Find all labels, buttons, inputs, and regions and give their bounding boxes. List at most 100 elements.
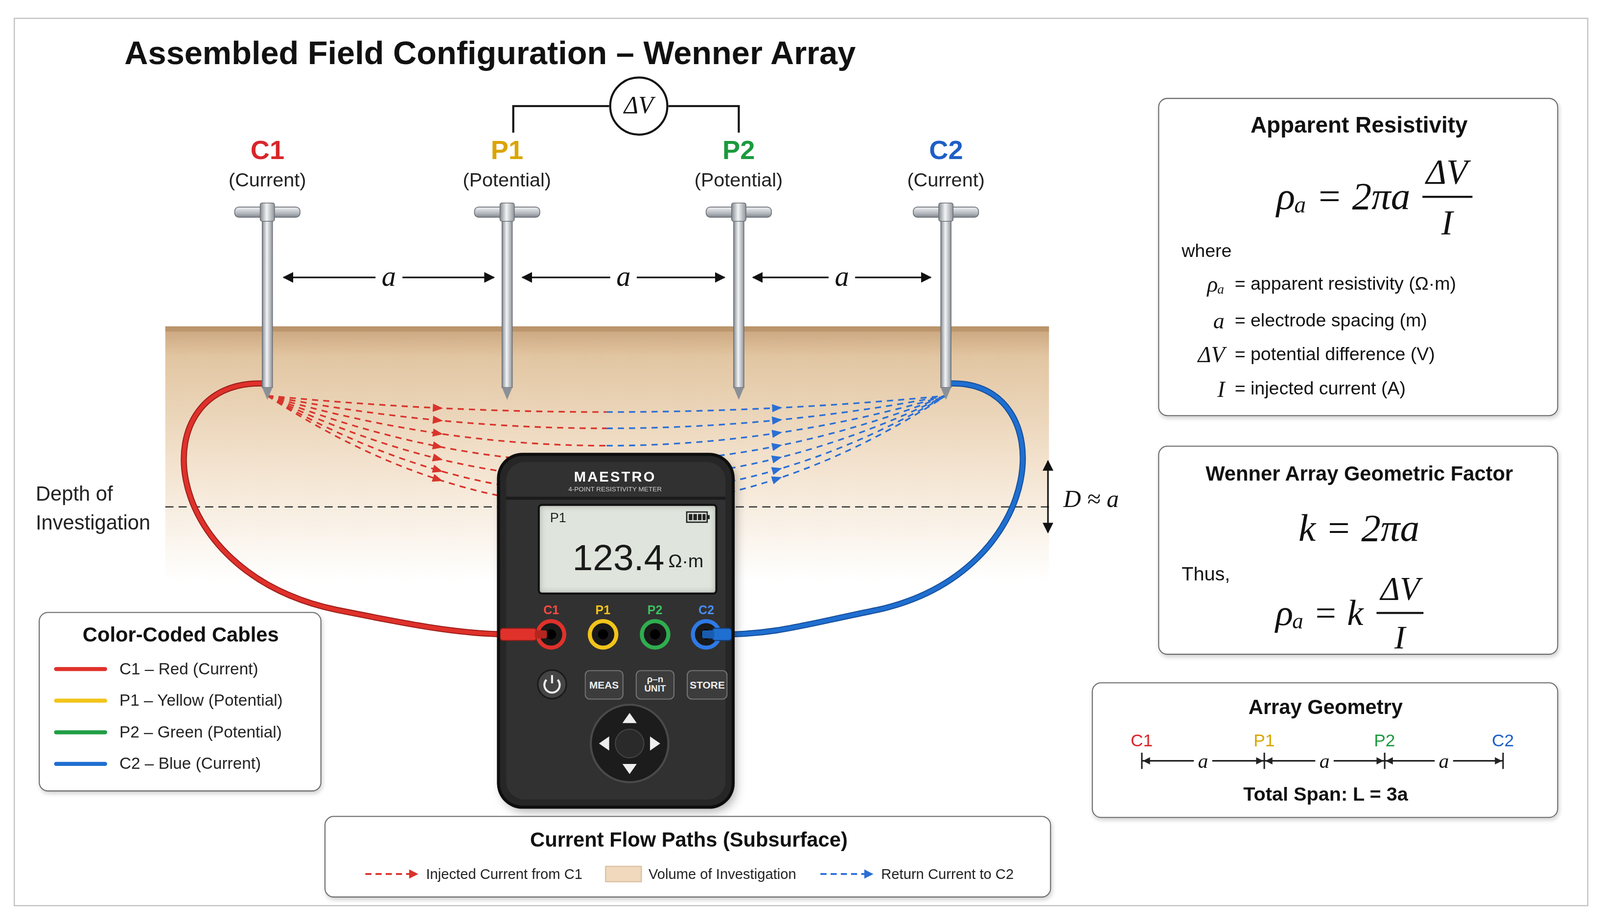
flow-arrowhead (771, 404, 783, 413)
spacing-label: a (828, 259, 856, 293)
resistivity-meter: MAESTRO4-POINT RESISTIVITY METERC1P1P2C2… (500, 456, 732, 807)
electrode (913, 203, 979, 400)
unit-label: Ω·m (668, 550, 704, 572)
meter-button: MEAS (584, 670, 624, 700)
dashed-arrow-sample (818, 867, 875, 881)
spacing-label: a (1193, 749, 1213, 773)
meter-button: ρ–n UNIT (635, 670, 675, 700)
voltmeter-circle: ΔV (609, 76, 669, 136)
legend-heading: Color-Coded Cables (82, 622, 279, 647)
legend-text: Injected Current from C1 (425, 865, 583, 883)
flow-arrowhead (770, 476, 782, 485)
injected-current-line (267, 395, 607, 446)
return-current-line (606, 395, 946, 464)
button-label: MEAS (589, 678, 619, 691)
electrode-role: (Current) (228, 169, 306, 192)
spacing-label: a (610, 259, 637, 293)
flow-arrowhead (432, 453, 443, 462)
flow-arrowhead (771, 467, 783, 476)
return-current-line (606, 395, 946, 446)
formula: ρₐ = 2πa (1276, 174, 1411, 219)
panel-heading: Apparent Resistivity (1250, 111, 1468, 138)
electrode-role: (Potential) (462, 169, 552, 192)
cable-swatch (53, 667, 107, 672)
meter-button: STORE (686, 670, 728, 700)
legend-text: Return Current to C2 (881, 865, 1014, 883)
flow-arrowhead (431, 473, 443, 482)
voltmeter-wire (668, 106, 740, 133)
flow-arrowhead (432, 403, 443, 413)
symbol: I (1217, 375, 1225, 402)
electrode-name: P1 (490, 135, 524, 166)
flow-arrowhead (771, 442, 783, 451)
electrode-role: (Current) (906, 169, 985, 192)
fraction-bar (1376, 611, 1424, 614)
depth-arrow (1047, 461, 1049, 533)
channel-readout: P1 (550, 510, 567, 526)
dashed-arrow-sample (363, 867, 419, 881)
electrode (474, 203, 540, 400)
electrode-name: C2 (1491, 731, 1514, 752)
symbol: ΔV (1198, 341, 1226, 368)
electrode (234, 203, 301, 400)
legend-text: P1 – Yellow (Potential) (119, 691, 283, 711)
fraction-numerator: ΔV (1426, 151, 1468, 191)
flow-arrowhead (771, 416, 783, 425)
electrode-name: C1 (250, 135, 285, 166)
jack-label: C1 (543, 603, 559, 619)
soil-ground (165, 326, 1049, 582)
page-frame (14, 18, 1588, 906)
electrode-name: P2 (1373, 731, 1395, 752)
legend-heading: Current Flow Paths (Subsurface) (530, 827, 848, 852)
flow-arrowhead (432, 416, 444, 425)
electrode-role: (Potential) (694, 169, 784, 192)
spacing-label: a (1315, 749, 1334, 773)
electrode-name: C1 (1130, 731, 1153, 752)
panel-heading: Array Geometry (1248, 695, 1403, 719)
note-text: Thus, (1181, 562, 1230, 586)
button-label: ρ–n UNIT (637, 675, 673, 695)
geometry-panel: Array GeometryC1P1P2C2aaaTotal Span: L =… (1091, 682, 1559, 818)
area-swatch (604, 865, 642, 882)
legend-text: P2 – Green (Potential) (119, 723, 282, 743)
cable-swatch (53, 762, 107, 766)
spacing-label: a (1434, 749, 1454, 773)
model-text: 4-POINT RESISTIVITY METER (568, 485, 662, 493)
legend-text: C1 – Red (Current) (119, 659, 259, 679)
electrode-name: P1 (1253, 731, 1275, 752)
legend-panel: Current Flow Paths (Subsurface) Injected … (324, 815, 1051, 898)
return-current-line (606, 395, 946, 429)
red-cable (184, 383, 511, 635)
depth-label: Depth of Investigation (35, 479, 164, 537)
measurement-value: 123.4 (572, 535, 665, 579)
fraction-denominator: I (1441, 202, 1454, 243)
legend-text: C2 – Blue (Current) (119, 754, 261, 774)
flow-arrowhead (432, 428, 443, 437)
formula-panel: Apparent Resistivityρₐ = 2πaΔVIwhereρₐ= … (1158, 97, 1558, 417)
definition: = electrode spacing (m) (1234, 309, 1428, 331)
panel-heading: Wenner Array Geometric Factor (1205, 461, 1513, 486)
brand-name: MAESTRO (574, 468, 657, 486)
current-flow-lines (267, 395, 946, 508)
lcd-screen: P1 123.4Ω·m (537, 503, 718, 595)
definition: = apparent resistivity (Ω·m) (1234, 272, 1457, 294)
flow-arrowhead (771, 455, 783, 464)
red-cable-outline (184, 383, 511, 635)
fraction-denominator: I (1394, 618, 1406, 657)
legend-panel: Color-Coded Cables C1 – Red (Current) P1 –… (38, 611, 322, 792)
definition: = injected current (A) (1234, 377, 1406, 399)
voltage-symbol: ΔV (624, 92, 654, 121)
fraction-numerator: ΔV (1380, 569, 1420, 608)
flow-arrowhead (431, 464, 443, 473)
symbol: a (1213, 307, 1225, 334)
cable-swatch (53, 698, 107, 703)
button-label: STORE (689, 678, 725, 691)
ground-surface (165, 326, 1049, 332)
formula-panel: Wenner Array Geometric Factork = 2πaThus… (1158, 445, 1558, 655)
electrode-name: P2 (722, 135, 755, 166)
fraction-bar (1421, 195, 1472, 198)
jack-label: P2 (647, 603, 663, 619)
blue-cable-outline (724, 383, 1023, 635)
symbol: ρₐ (1206, 270, 1225, 297)
flow-arrowhead (432, 441, 443, 450)
